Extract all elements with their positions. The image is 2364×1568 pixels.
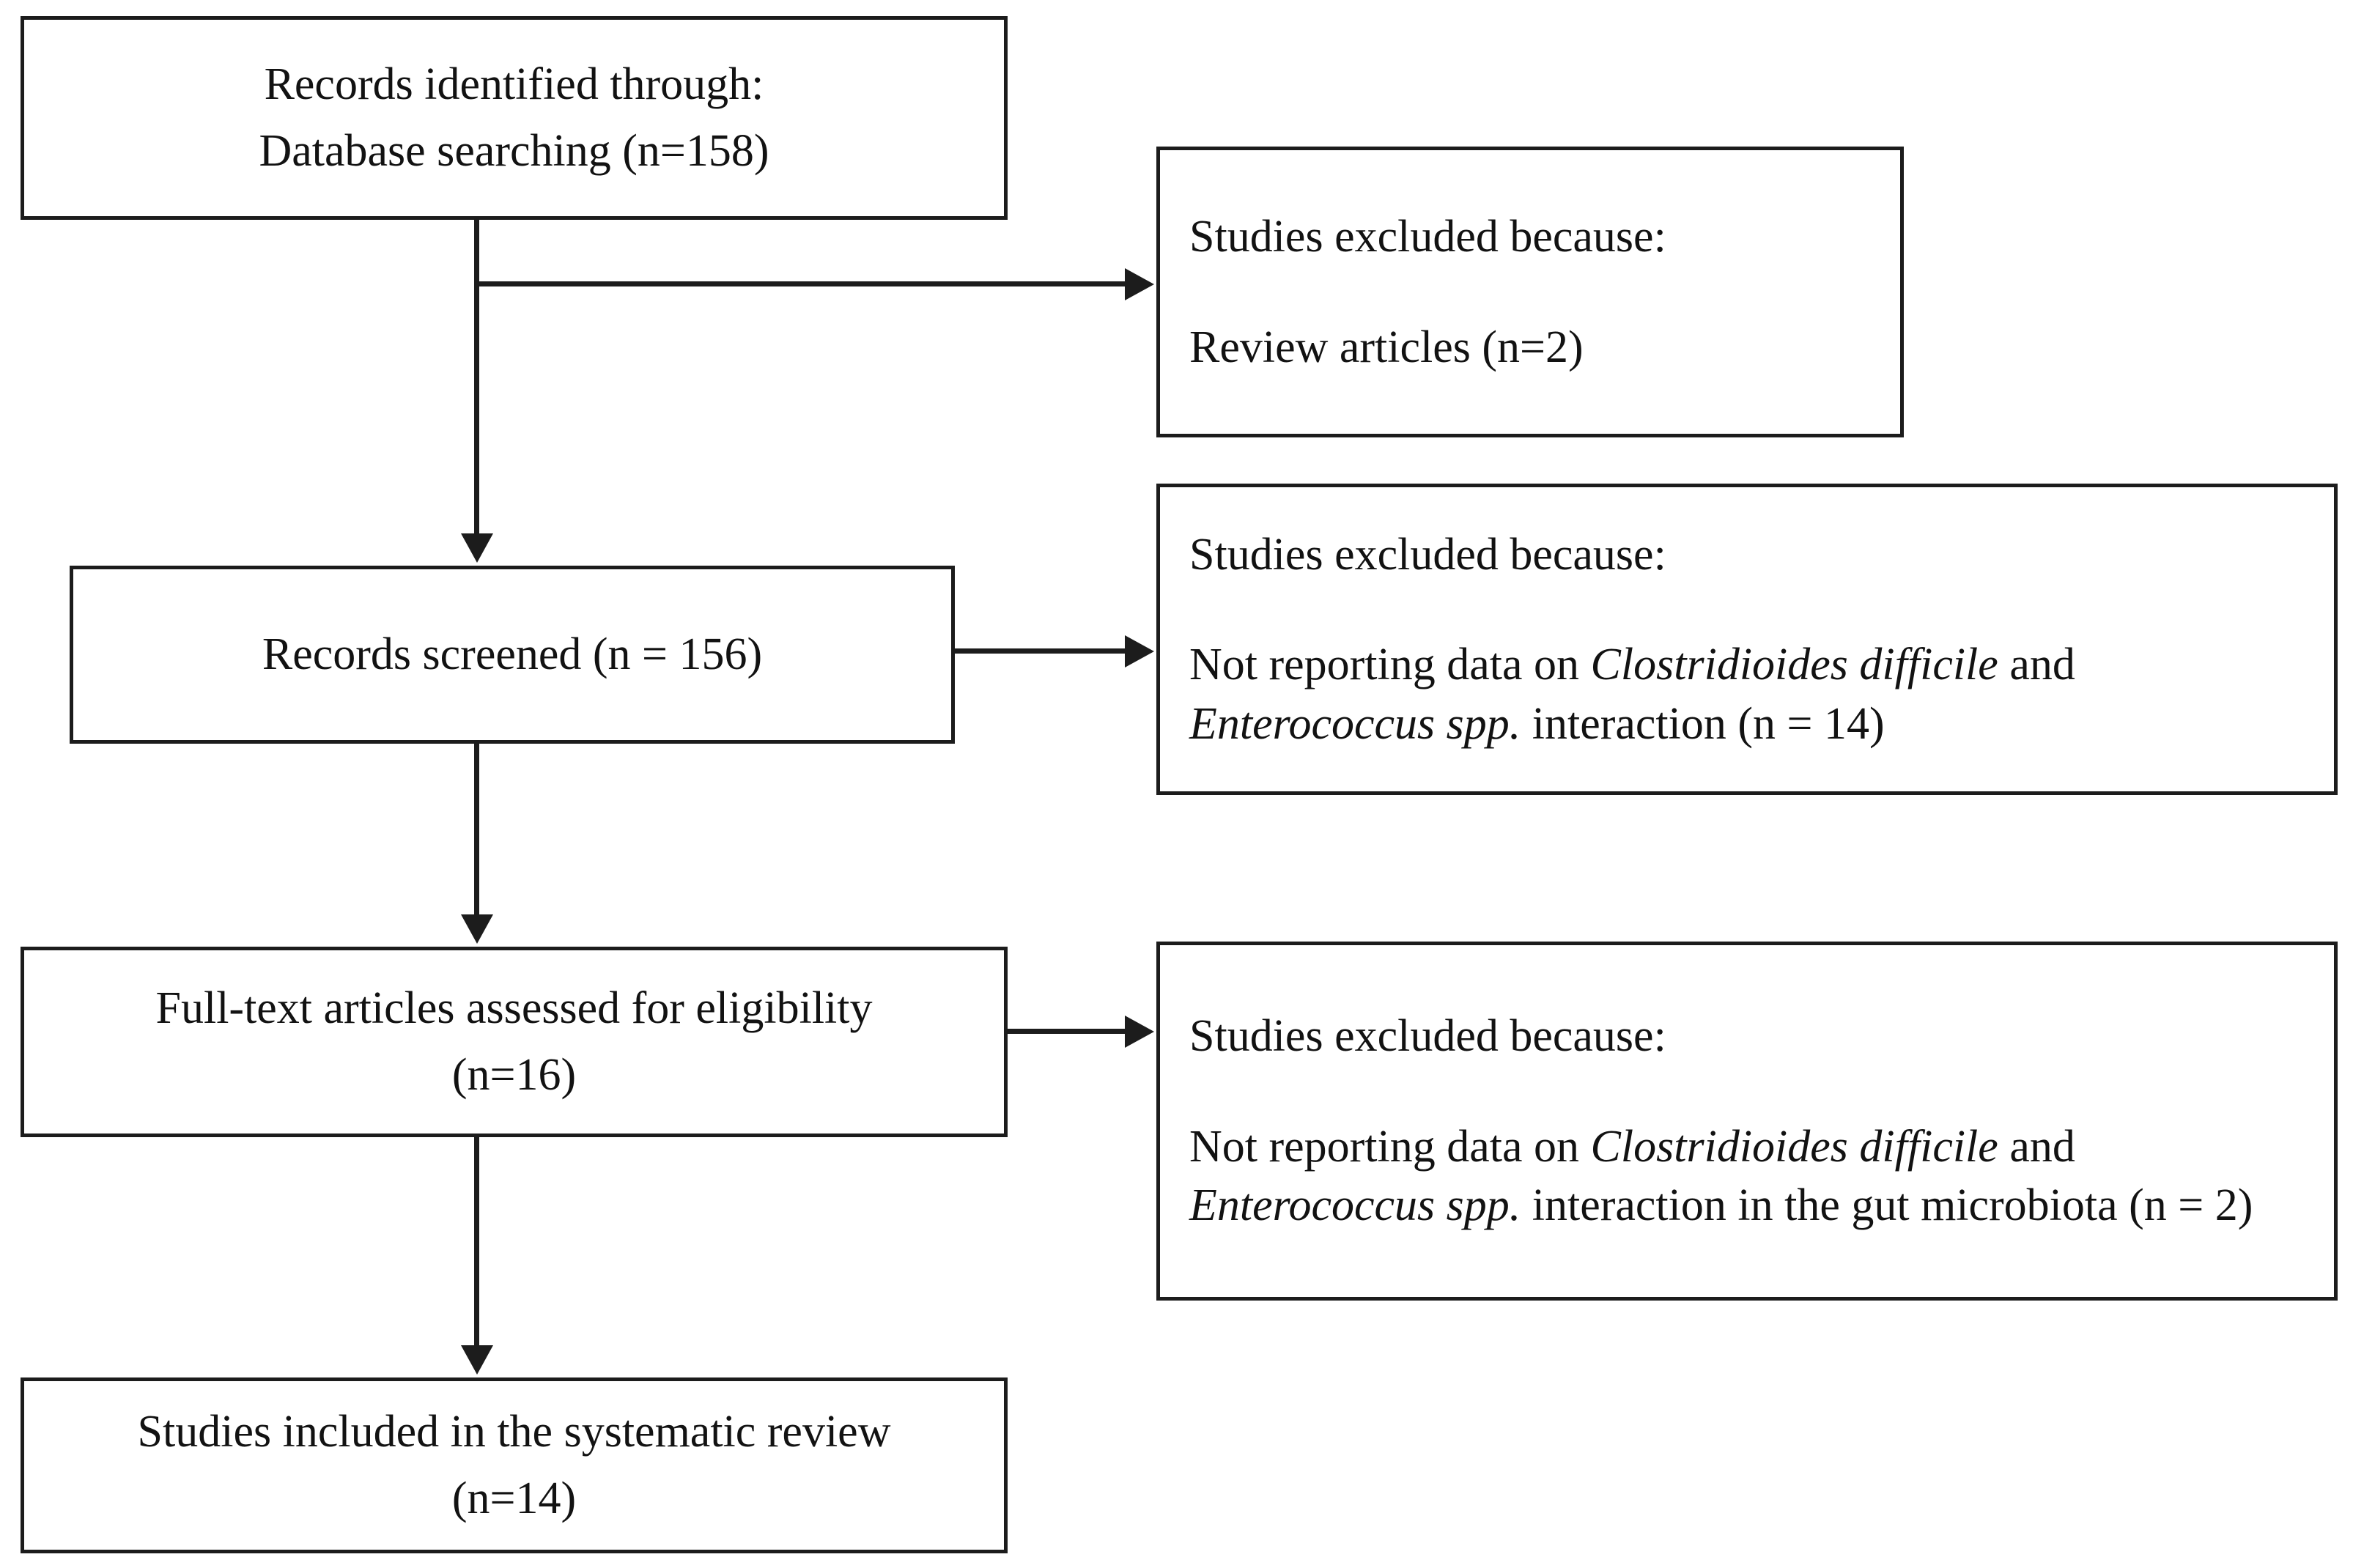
records-identified-line2: Database searching (n=158) <box>259 126 769 176</box>
studies-included-box: Studies included in the systematic revie… <box>21 1377 1008 1553</box>
excluded-no-data-species-1: Clostridioides difficile <box>1590 640 1998 690</box>
connector-screened-to-fulltext-stem <box>474 744 479 917</box>
studies-excluded-no-gut-data-box: Studies excluded because: Not reporting … <box>1156 942 2338 1301</box>
excluded-reviews-reason: Review articles (n=2) <box>1189 322 1584 372</box>
studies-included-line1: Studies included in the systematic revie… <box>137 1407 891 1457</box>
arrow-screened-to-fulltext <box>461 914 493 944</box>
connector-fulltext-to-excluded-no-gut-data <box>1008 1029 1126 1034</box>
excluded-no-gut-data-reason-part4: (n = 2) <box>2129 1180 2253 1231</box>
arrow-fulltext-to-included <box>461 1345 493 1375</box>
excluded-no-gut-data-heading: Studies excluded because: <box>1189 1011 1666 1062</box>
records-screened-box: Records screened (n = 156) <box>70 566 955 744</box>
arrow-screened-to-excluded-no-data <box>1125 635 1154 667</box>
excluded-no-gut-data-reason-part3: interaction in the gut microbiota <box>1521 1180 2118 1231</box>
connector-screened-to-excluded-no-data <box>955 648 1126 654</box>
excluded-reviews-heading: Studies excluded because: <box>1189 211 1666 262</box>
records-screened-label: Records screened (n = 156) <box>262 629 763 680</box>
records-identified-line1: Records identified through: <box>264 59 764 110</box>
excluded-no-data-reason-part1: Not reporting data on <box>1189 640 1591 690</box>
records-identified-box: Records identified through: Database sea… <box>21 16 1008 220</box>
excluded-no-data-species-2: Enterococcus spp. <box>1189 698 1521 749</box>
studies-excluded-no-data-box: Studies excluded because: Not reporting … <box>1156 484 2338 795</box>
connector-identified-to-screened-stem <box>474 220 479 536</box>
excluded-no-gut-data-species-2: Enterococcus spp. <box>1189 1180 1521 1231</box>
connector-identified-to-excluded-reviews <box>474 281 1126 286</box>
excluded-no-gut-data-reason-part2: and <box>1998 1121 2075 1172</box>
studies-included-line2: (n=14) <box>451 1473 577 1523</box>
excluded-no-data-heading: Studies excluded because: <box>1189 529 1666 580</box>
connector-fulltext-to-included-stem <box>474 1137 479 1348</box>
fulltext-assessed-line2: (n=16) <box>451 1050 577 1100</box>
excluded-no-data-reason: Not reporting data on Clostridioides dif… <box>1189 635 2312 753</box>
excluded-no-gut-data-reason: Not reporting data on Clostridioides dif… <box>1189 1117 2312 1235</box>
excluded-no-gut-data-reason-part1: Not reporting data on <box>1189 1121 1591 1172</box>
arrow-fulltext-to-excluded-no-gut-data <box>1125 1016 1154 1048</box>
excluded-no-data-reason-part3: interaction (n = 14) <box>1521 698 1885 749</box>
arrow-identified-to-screened <box>461 533 493 563</box>
fulltext-assessed-line1: Full-text articles assessed for eligibil… <box>155 983 873 1034</box>
studies-excluded-reviews-box: Studies excluded because: Review article… <box>1156 147 1904 437</box>
arrow-identified-to-excluded-reviews <box>1125 268 1154 300</box>
excluded-no-gut-data-species-1: Clostridioides difficile <box>1590 1121 1998 1172</box>
excluded-no-data-reason-part2: and <box>1998 640 2075 690</box>
fulltext-articles-assessed-box: Full-text articles assessed for eligibil… <box>21 947 1008 1137</box>
